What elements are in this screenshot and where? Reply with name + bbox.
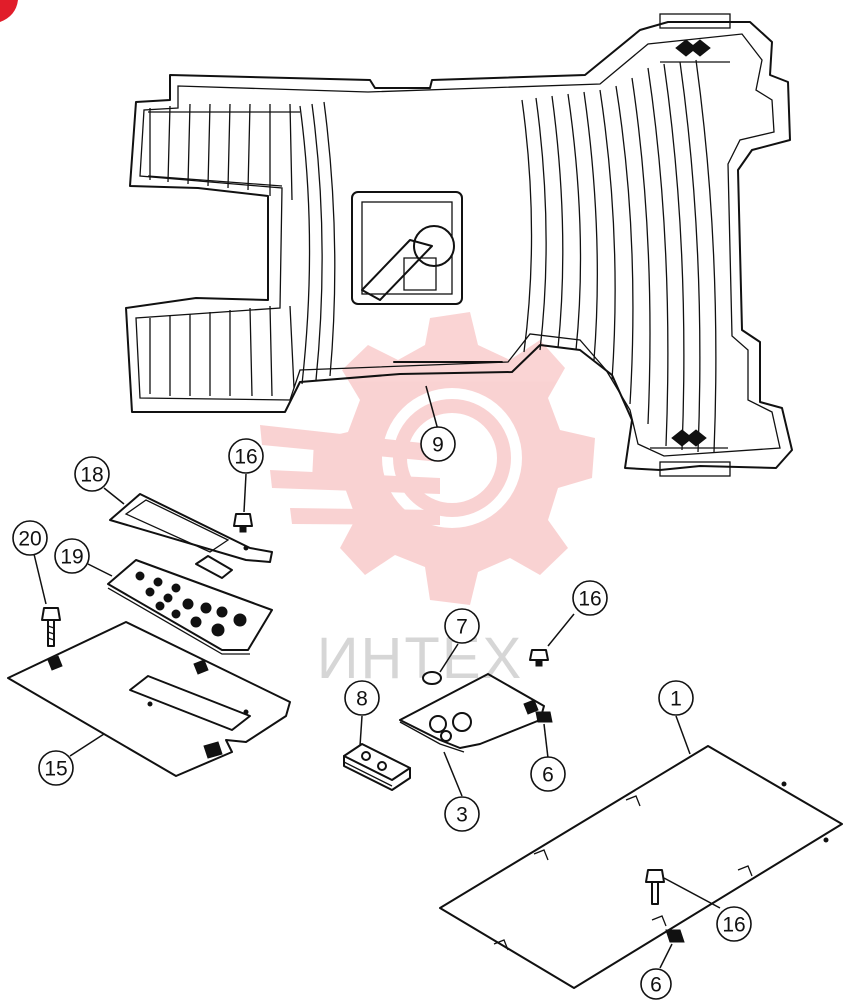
watermark-text: ИНТЕХ bbox=[317, 626, 523, 691]
callout-1: 1 bbox=[658, 680, 694, 716]
small-plate-part bbox=[399, 673, 545, 753]
block-part bbox=[343, 743, 411, 791]
callout-3: 3 bbox=[444, 796, 480, 832]
perforated-plate-part bbox=[107, 559, 273, 655]
long-bolt-part bbox=[41, 607, 61, 647]
cover-panel-part bbox=[7, 621, 291, 777]
bolt-part bbox=[233, 513, 253, 533]
callout-16: 16 bbox=[716, 906, 752, 942]
callout-9: 9 bbox=[420, 426, 456, 462]
svg-text:6: 6 bbox=[650, 974, 662, 997]
svg-text:15: 15 bbox=[44, 758, 67, 781]
callout-7: 7 bbox=[444, 608, 480, 644]
brand-logo-icon bbox=[675, 39, 711, 57]
watermark-gear-icon bbox=[260, 312, 595, 605]
bolt-part bbox=[529, 649, 549, 667]
callout-8: 8 bbox=[344, 680, 380, 716]
svg-text:7: 7 bbox=[456, 616, 468, 639]
callout-15: 15 bbox=[38, 750, 74, 786]
corner-badge-icon bbox=[0, 0, 18, 22]
svg-text:16: 16 bbox=[722, 914, 745, 937]
svg-text:16: 16 bbox=[578, 588, 601, 611]
svg-text:1: 1 bbox=[670, 688, 682, 711]
svg-text:9: 9 bbox=[432, 434, 444, 457]
gasket-frame-part bbox=[109, 493, 273, 579]
svg-text:8: 8 bbox=[356, 688, 368, 711]
callout-6: 6 bbox=[640, 968, 672, 1000]
floor-mat-part bbox=[125, 13, 793, 477]
disc-part bbox=[422, 671, 442, 685]
svg-text:3: 3 bbox=[456, 804, 468, 827]
bolt-part bbox=[645, 869, 665, 905]
pedal-opening bbox=[351, 191, 463, 305]
callout-16: 16 bbox=[228, 438, 264, 474]
callout-6: 6 bbox=[530, 756, 566, 792]
large-panel-part bbox=[439, 745, 843, 989]
brand-logo-icon bbox=[671, 429, 707, 447]
clip-nut-part bbox=[665, 929, 685, 943]
clip-nut-part bbox=[535, 711, 553, 723]
svg-text:19: 19 bbox=[60, 546, 83, 569]
svg-text:16: 16 bbox=[234, 446, 257, 469]
svg-text:20: 20 bbox=[18, 528, 41, 551]
svg-text:18: 18 bbox=[80, 464, 103, 487]
callout-20: 20 bbox=[12, 520, 48, 556]
callout-19: 19 bbox=[54, 538, 90, 574]
svg-text:6: 6 bbox=[542, 764, 554, 787]
callout-18: 18 bbox=[74, 456, 110, 492]
callout-16: 16 bbox=[572, 580, 608, 616]
